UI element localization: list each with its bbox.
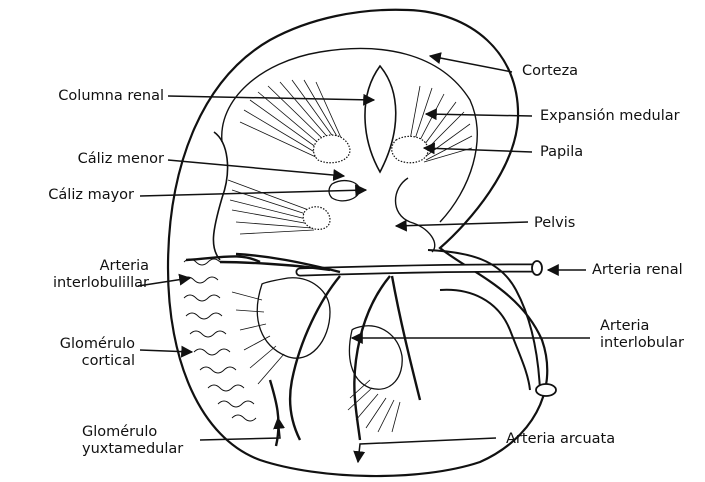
label-papila: Papila	[540, 144, 583, 161]
kidney-outline	[168, 10, 547, 476]
cortical-glomeruli	[182, 259, 256, 421]
label-glomerulo-cortical: Glomérulo cortical	[60, 336, 135, 370]
label-pelvis: Pelvis	[534, 215, 575, 232]
label-arteria-interlobular: Arteria interlobular	[600, 318, 684, 352]
label-arteria-arcuata: Arteria arcuata	[506, 431, 615, 448]
pelvis-wall	[213, 132, 227, 260]
label-arteria-interlobulillar: Arteria interlobulillar	[53, 258, 149, 292]
renal-column	[365, 66, 396, 172]
label-expansion-medular: Expansión medular	[540, 108, 680, 125]
calyx-loop	[396, 178, 435, 252]
label-caliz-menor: Cáliz menor	[78, 151, 164, 168]
label-corteza: Corteza	[522, 63, 578, 80]
label-glomerulo-yuxtamedular: Glomérulo yuxtamedular	[82, 424, 183, 458]
major-calyx	[257, 278, 330, 358]
label-columna-renal: Columna renal	[58, 88, 164, 105]
papillae	[303, 135, 428, 229]
label-caliz-mayor: Cáliz mayor	[48, 187, 134, 204]
label-arteria-renal: Arteria renal	[592, 262, 683, 279]
